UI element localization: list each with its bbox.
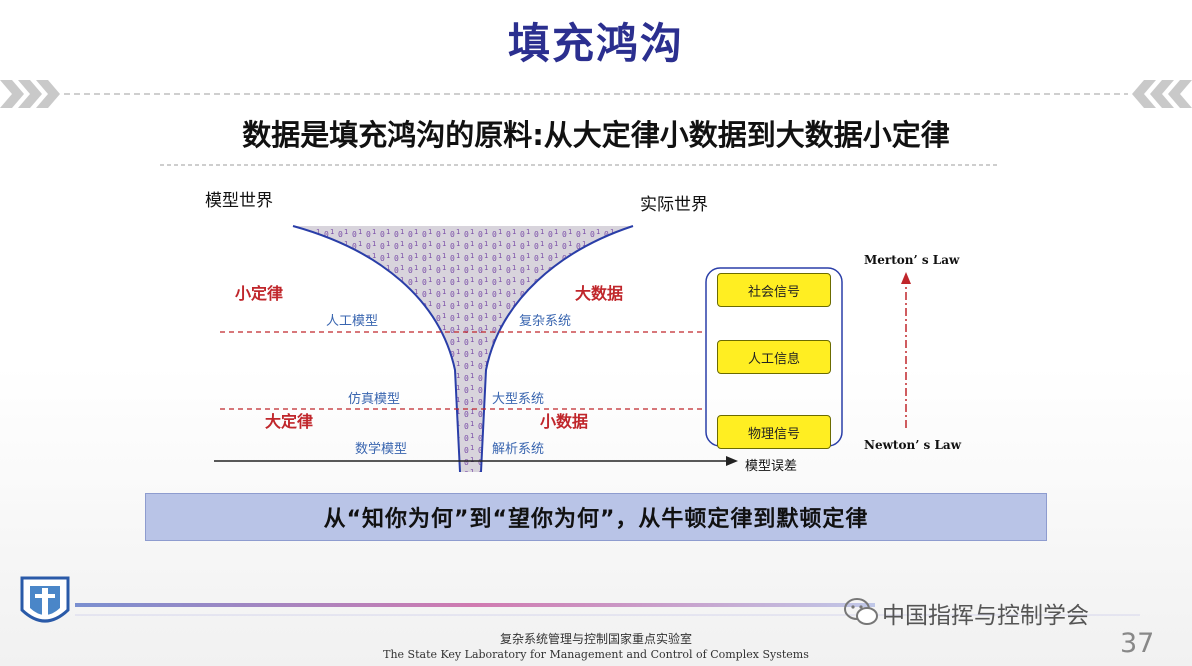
big-law-label: 大定律	[265, 412, 314, 431]
conclusion-banner: 从“知你为何”到“望你为何”，从牛顿定律到默顿定律	[145, 493, 1047, 541]
axis-arrow-icon	[726, 456, 738, 466]
newton-law-label: Newton’ s Law	[864, 438, 962, 452]
slide-title: 填充鸿沟	[507, 19, 684, 68]
physical-signal-box: 物理信号	[717, 415, 831, 449]
lab-logo	[20, 576, 70, 623]
big-data-label: 大数据	[575, 284, 624, 303]
page-number: 37	[1120, 628, 1155, 659]
complex-system-label: 复杂系统	[519, 314, 572, 329]
model-error-label: 模型误差	[745, 459, 798, 474]
small-law-label: 小定律	[235, 284, 284, 303]
artificial-model-label: 人工模型	[326, 314, 379, 329]
small-data-label: 小数据	[540, 412, 589, 431]
lab-name-en: The State Key Laboratory for Management …	[383, 648, 809, 661]
lab-name-cn: 复杂系统管理与控制国家重点实验室	[499, 632, 692, 646]
math-model-label: 数学模型	[355, 442, 408, 457]
social-signal-box: 社会信号	[717, 273, 831, 307]
funnel-right-edge	[480, 225, 634, 473]
simulation-model-label: 仿真模型	[348, 392, 401, 407]
large-system-label: 大型系统	[492, 392, 545, 407]
wechat-icon	[844, 598, 878, 625]
funnel-left-edge	[292, 225, 461, 473]
funnel-data-fill	[293, 226, 633, 472]
merton-law-label: Merton’ s Law	[864, 253, 960, 267]
artificial-info-box: 人工信息	[717, 340, 831, 374]
headline: 数据是填充鸿沟的原料:从大定律小数据到大数据小定律	[242, 118, 950, 152]
chevron-divider	[0, 80, 1192, 108]
model-world-label: 模型世界	[205, 191, 273, 211]
analytic-system-label: 解析系统	[492, 442, 545, 457]
wechat-account-name: 中国指挥与控制学会	[882, 603, 1089, 629]
law-arrow-icon	[901, 272, 911, 284]
real-world-label: 实际世界	[640, 195, 708, 215]
